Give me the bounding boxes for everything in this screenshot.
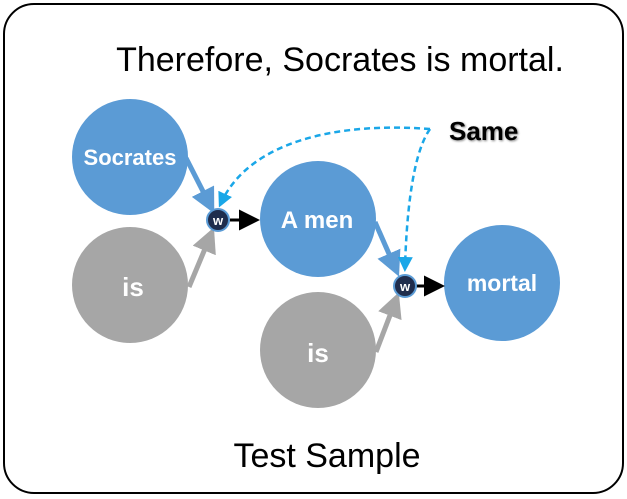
node-is-2-label: is: [307, 338, 329, 368]
connector-amen-to-w2: [372, 220, 401, 277]
node-a-men: A men: [260, 161, 376, 277]
node-is-1-label: is: [122, 272, 144, 302]
weight-node-1: w: [206, 208, 230, 232]
node-mortal: mortal: [444, 225, 560, 341]
connector-is2-to-w2: [373, 292, 402, 353]
connector-is1-to-w1: [186, 227, 216, 288]
weight-node-2-label: w: [399, 279, 411, 294]
node-mortal-label: mortal: [467, 270, 537, 296]
node-socrates-label: Socrates: [84, 145, 177, 170]
node-is-2: is: [260, 292, 376, 408]
weight-node-1-label: w: [212, 213, 224, 228]
node-is-1: is: [72, 227, 188, 343]
connector-socrates-to-w1: [183, 156, 215, 214]
node-socrates: Socrates: [72, 99, 188, 215]
weight-node-2: w: [393, 274, 417, 298]
node-a-men-label: A men: [281, 207, 353, 234]
same-label: Same: [449, 116, 518, 146]
same-arrow-to-w1: [218, 126, 431, 208]
diagram-caption: Test Sample: [233, 437, 420, 475]
same-arrow-to-w2: [397, 128, 432, 272]
diagram-title: Therefore, Socrates is mortal.: [116, 41, 564, 79]
